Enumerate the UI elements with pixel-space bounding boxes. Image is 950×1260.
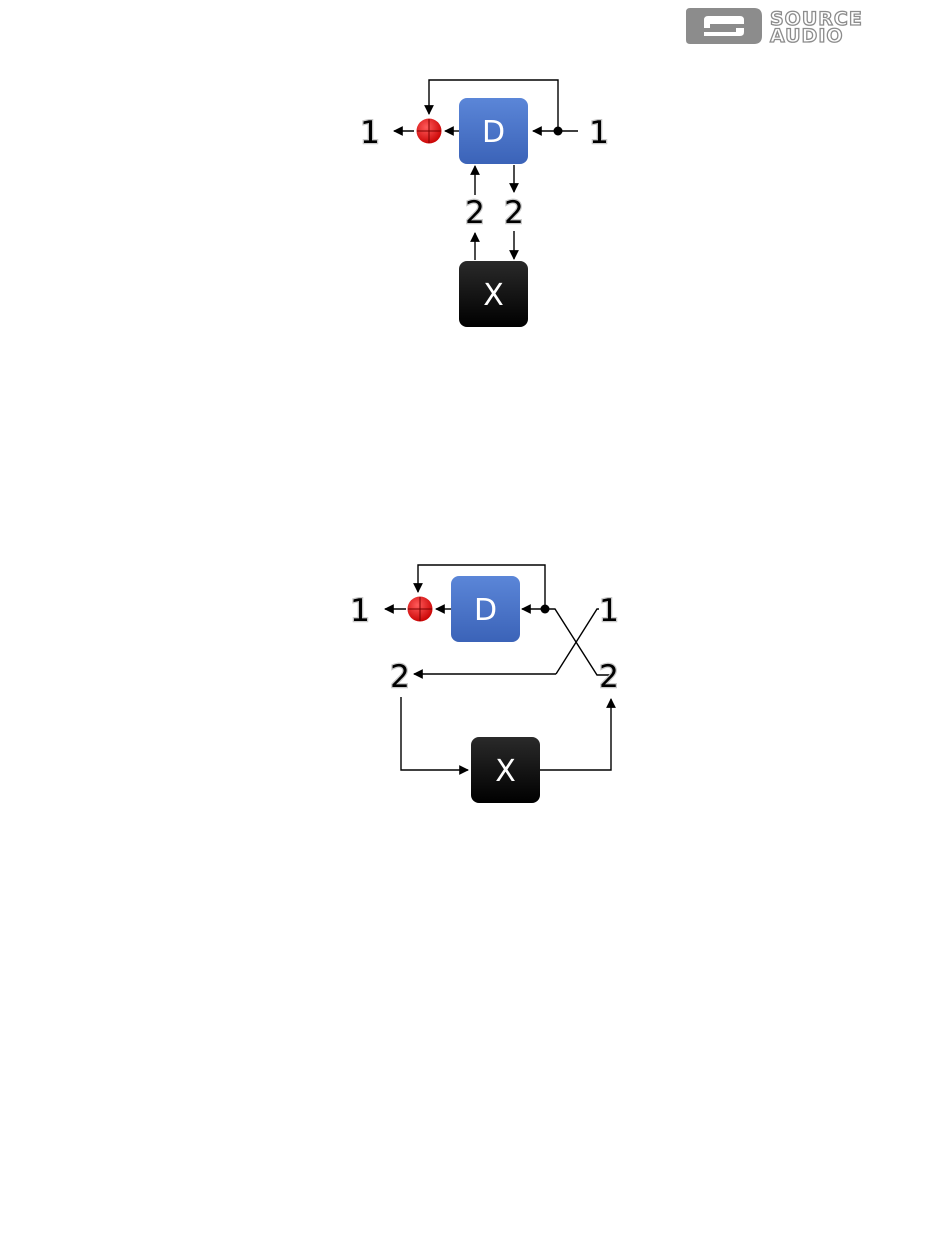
effect-return-wire — [540, 699, 611, 770]
effect-box-label: X — [483, 278, 504, 313]
diagram-top: D 1 1 2 2 X — [360, 80, 609, 327]
send-label: 2 — [390, 659, 410, 695]
summing-junction-icon — [408, 597, 433, 622]
output-label: 1 — [360, 115, 380, 151]
output-label: 1 — [350, 593, 370, 629]
delay-box-label: D — [482, 115, 505, 150]
junction-dot — [554, 127, 563, 136]
cross-wire-b — [556, 609, 599, 674]
summing-junction-icon — [417, 119, 442, 144]
input-label-2: 2 — [599, 659, 619, 695]
diagram-bottom: D 1 1 2 2 X — [350, 565, 619, 803]
send-to-effect-wire — [401, 697, 468, 770]
send-label: 2 — [504, 195, 524, 231]
input-label: 1 — [589, 115, 609, 151]
return-label: 2 — [465, 195, 485, 231]
input-label-1: 1 — [599, 593, 619, 629]
delay-box-label: D — [474, 593, 497, 628]
effect-box-label: X — [495, 754, 516, 789]
